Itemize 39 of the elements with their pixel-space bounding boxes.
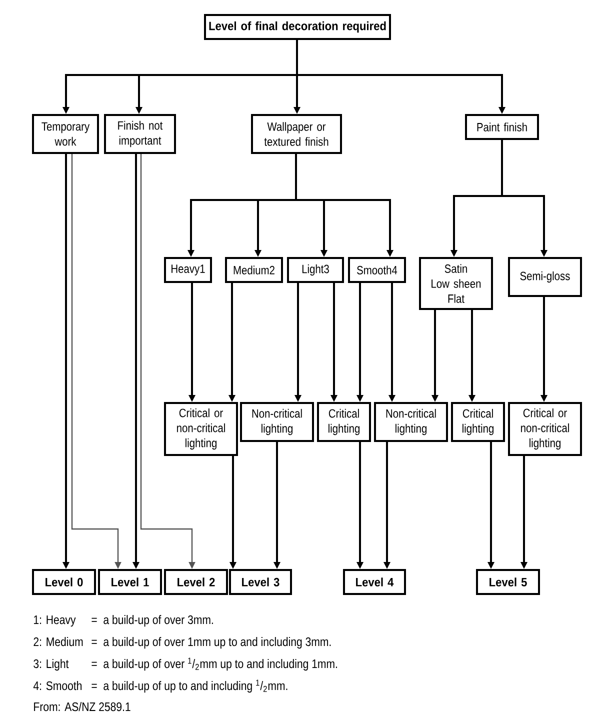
term-label: 3: Light — [34, 659, 69, 671]
category-box: Finish not important — [104, 114, 176, 154]
equals-sign: = — [92, 684, 97, 688]
category-box: Wallpaper or textured finish — [251, 114, 342, 154]
term-label: 4: Smooth — [33, 681, 82, 690]
level-box: Level 1 — [98, 569, 162, 595]
texture-box: Heavy1 — [164, 257, 212, 283]
definition-text: a build-up of over 1mm up to and including 3mm. — [104, 637, 331, 649]
term-label: 2: Medium — [34, 637, 83, 646]
lighting-box: Non-critical lighting — [374, 402, 448, 442]
connector-line — [453, 139, 545, 197]
definition-text: a build-up of over 3mm. — [104, 615, 213, 627]
category-box: Paint finish — [465, 114, 539, 140]
finish-box: Satin Low sheen Flat — [419, 257, 493, 310]
category-box: Temporary work — [32, 114, 99, 154]
equals-sign: = — [92, 662, 97, 666]
lighting-box: Critical lighting — [317, 402, 371, 442]
connector-line — [65, 39, 503, 76]
lighting-box: Critical or non-critical lighting — [164, 402, 238, 456]
lighting-box: Critical or non-critical lighting — [508, 402, 582, 456]
texture-box: Light3 — [287, 257, 344, 283]
lighting-box: Non-critical lighting — [240, 402, 314, 442]
term-label: 1: Heavy — [34, 615, 76, 627]
level-box: Level 4 — [343, 569, 406, 595]
level-box: Level 3 — [229, 569, 292, 595]
definition-text: a build-up of over $^{1}$/$_{2}$mm up to and including 1mm. — [104, 658, 337, 671]
finish-box: Semi-gloss — [508, 257, 582, 297]
level-box: Level 0 — [32, 569, 96, 595]
level-box: Level 2 — [164, 569, 228, 595]
source-note: From: AS/NZ 2589.1 — [34, 702, 130, 712]
lighting-box: Critical lighting — [451, 402, 505, 442]
heading-box: Level of final decoration required — [204, 14, 391, 40]
equals-sign: = — [92, 640, 97, 644]
definition-text: a build-up of up to and including $^{1}$/$_{2}$mm. — [104, 680, 288, 693]
texture-box: Medium2 — [225, 257, 283, 283]
level-box: Level 5 — [476, 569, 540, 595]
texture-box: Smooth4 — [348, 257, 406, 283]
connector-line — [190, 153, 391, 201]
equals-sign: = — [92, 618, 97, 622]
